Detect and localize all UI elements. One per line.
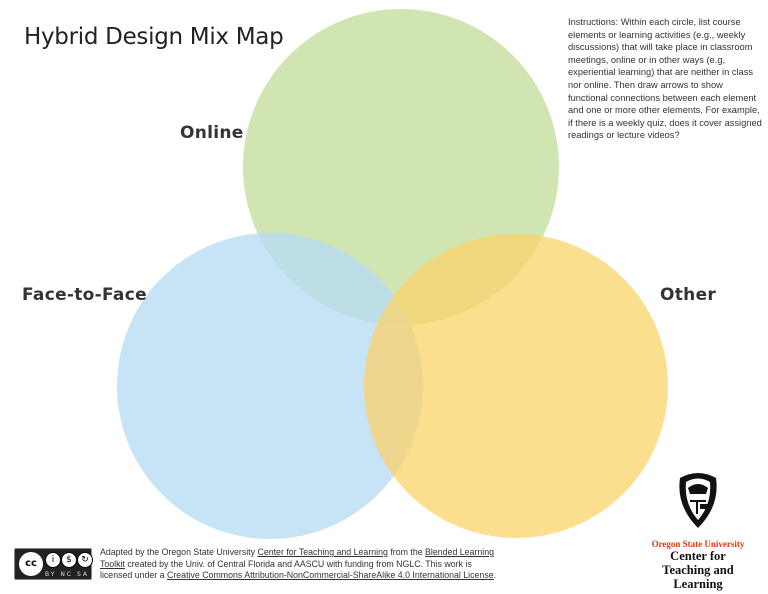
blended-learning-toolkit-link[interactable]: Blended Learning Toolkit	[100, 547, 495, 569]
license-terms: BY NC SA	[45, 571, 89, 579]
cc-icon: cc	[19, 552, 43, 577]
face-to-face-circle	[117, 233, 423, 539]
creative-commons-badge-icon[interactable]: cc i $ ↻ BY NC SA	[14, 548, 93, 581]
sharealike-icon: ↻	[77, 552, 93, 569]
license-link[interactable]: Creative Commons Attribution-NonCommerci…	[167, 570, 494, 580]
beaver-shield-icon	[679, 473, 717, 528]
attribution-icon: i	[45, 552, 61, 569]
online-label: Online	[180, 123, 244, 143]
other-label: Other	[660, 285, 717, 305]
other-circle	[364, 234, 668, 538]
instructions-text: Instructions: Within each circle, list c…	[568, 17, 762, 141]
face-to-face-label: Face-to-Face	[22, 285, 147, 305]
credit-text-3: created by the Univ. of Central Florida …	[100, 558, 472, 581]
noncommercial-icon: $	[61, 552, 77, 569]
footer: cc i $ ↻ BY NC SA Adapted by the Oregon …	[14, 547, 500, 582]
center-name: Center for Teaching and Learning	[662, 549, 734, 591]
page-title: Hybrid Design Mix Map	[24, 24, 284, 50]
ctl-link[interactable]: Center for Teaching and Learning	[257, 547, 388, 557]
credit-text-1: Adapted by the Oregon State University	[100, 547, 258, 557]
credit-text-4: .	[493, 570, 497, 580]
credit-text: Adapted by the Oregon State University C…	[100, 547, 500, 582]
osu-logo: Oregon State University Center for Teach…	[648, 470, 748, 591]
university-name: Oregon State University	[651, 539, 745, 549]
credit-text-2: from the	[387, 547, 426, 557]
